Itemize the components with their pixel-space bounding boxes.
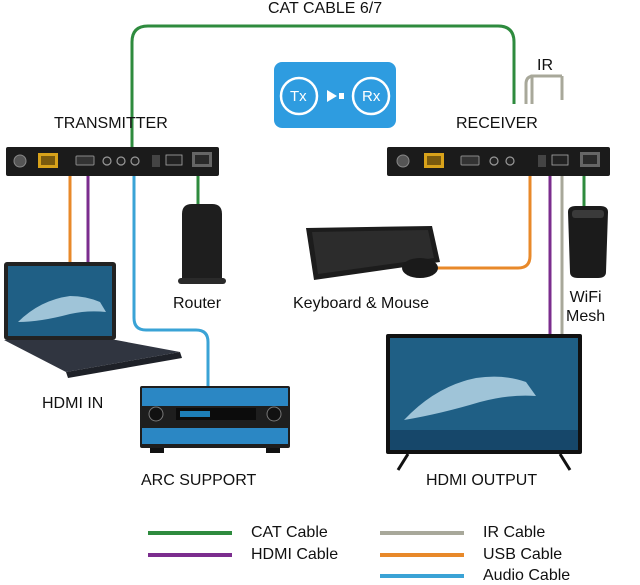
cat-cable-top-label: CAT CABLE 6/7 [268, 0, 383, 17]
audio-cable-line [132, 176, 210, 386]
badge-tx-label: Tx [290, 88, 307, 105]
router-device [178, 204, 226, 284]
legend-swatches [148, 531, 464, 578]
router-label: Router [173, 295, 222, 312]
wifi-mesh-label: WiFi Mesh [566, 289, 606, 325]
cat-cable-line [130, 24, 516, 147]
badge-rx-label: Rx [362, 88, 381, 105]
usb-cable-keyboard [434, 176, 532, 270]
ir-label: IR [537, 57, 553, 74]
tx-rx-badge [274, 62, 396, 128]
ir-cable-line-3 [530, 74, 562, 104]
hdmi-output-label: HDMI OUTPUT [426, 472, 538, 489]
keyboard-mouse-label: Keyboard & Mouse [293, 295, 430, 312]
av-receiver-device [140, 386, 290, 453]
receiver-unit [387, 147, 610, 176]
tv-device [386, 334, 582, 471]
legend-label-hdmi: HDMI Cable [251, 546, 339, 563]
arc-support-label: ARC SUPPORT [141, 472, 257, 489]
legend-label-audio: Audio Cable [483, 567, 571, 584]
keyboard-mouse-device [306, 226, 440, 280]
legend-label-ir: IR Cable [483, 524, 546, 541]
wifi-mesh-device [568, 206, 608, 278]
laptop-device [4, 262, 182, 378]
transmitter-label: TRANSMITTER [54, 115, 168, 132]
legend-label-usb: USB Cable [483, 546, 563, 563]
receiver-label: RECEIVER [456, 115, 538, 132]
transmitter-unit [6, 147, 219, 176]
hdmi-in-label: HDMI IN [42, 395, 104, 412]
legend-label-cat: CAT Cable [251, 524, 328, 541]
